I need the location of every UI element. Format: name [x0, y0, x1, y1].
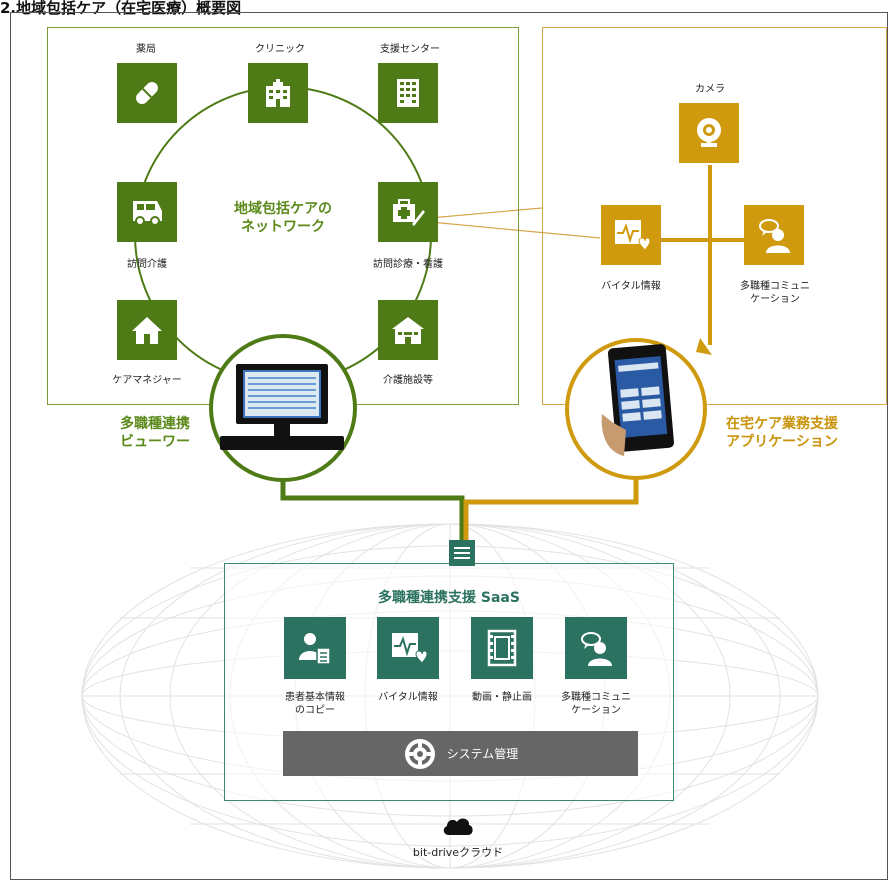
node-label-support-center: 支援センター: [380, 44, 440, 55]
system-management-bar: システム管理: [283, 731, 638, 776]
node-label-clinic: クリニック: [255, 44, 305, 55]
van-icon: [117, 182, 177, 242]
node-label-care-facility: 介護施設等: [383, 375, 433, 386]
comm-label: 多職種コミュニ ケーション: [740, 281, 810, 305]
saas-item-vital: バイタル情報: [378, 692, 438, 703]
vital-heart-icon: [377, 617, 439, 679]
saas-item-comm: 多職種コミュニ ケーション: [561, 692, 631, 716]
medical-bag-icon: [378, 182, 438, 242]
pill-icon: [117, 63, 177, 123]
home-app-label: 在宅ケア業務支援 アプリケーション: [726, 416, 838, 450]
house-icon: [117, 300, 177, 360]
patient-document-icon: [284, 617, 346, 679]
vital-label: バイタル情報: [601, 281, 661, 292]
node-label-home-care: 訪問介護: [127, 259, 167, 270]
cloud-label: bit-driveクラウド: [412, 846, 504, 859]
saas-communication-icon: [565, 617, 627, 679]
saas-item-patient: 患者基本情報 のコピー: [285, 692, 345, 716]
system-management-label: システム管理: [446, 747, 519, 761]
hospital-icon: [248, 63, 308, 123]
viewer-label: 多職種連携 ビューワー: [120, 416, 190, 450]
server-icon: [449, 540, 475, 566]
film-icon: [471, 617, 533, 679]
communication-icon: [744, 205, 804, 265]
node-label-pharmacy: 薬局: [136, 44, 156, 55]
camera-icon: [679, 103, 739, 163]
app-box: [542, 27, 887, 405]
building-icon: [378, 63, 438, 123]
smartphone-icon: [601, 344, 675, 456]
vital-monitor-icon: [601, 205, 661, 265]
gear-icon: [404, 738, 435, 769]
saas-item-video: 動画・静止画: [472, 692, 532, 703]
saas-title: 多職種連携支援 SaaS: [378, 590, 520, 606]
camera-label: カメラ: [695, 84, 725, 95]
computer-icon: [220, 364, 344, 450]
facility-icon: [378, 300, 438, 360]
app-link: [463, 462, 639, 540]
node-label-home-visit: 訪問診療・看護: [373, 259, 443, 270]
cloud-icon: [443, 818, 473, 835]
network-center-label: 地域包括ケアの ネットワーク: [234, 201, 332, 235]
node-label-care-manager: ケアマネジャー: [112, 375, 182, 386]
